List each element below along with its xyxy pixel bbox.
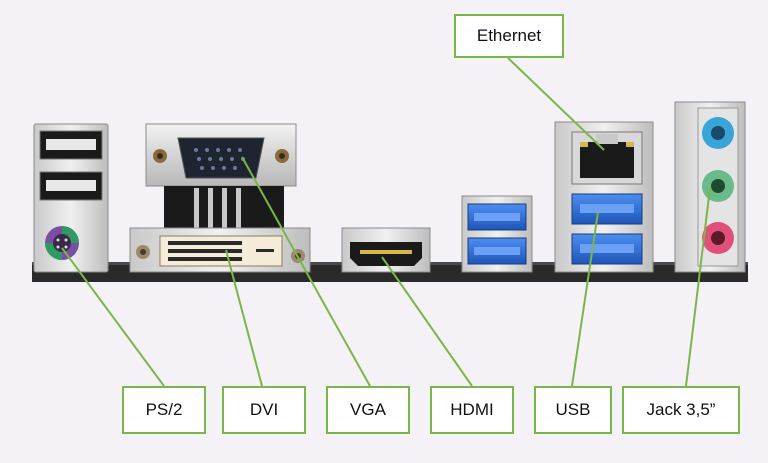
label-hdmi: HDMI [430, 386, 514, 434]
label-usb: USB [534, 386, 612, 434]
leader-lines [61, 57, 711, 387]
label-vga: VGA [326, 386, 410, 434]
ps2-usb-stack [33, 123, 109, 273]
leader-line-ps2 [61, 247, 165, 387]
leader-line-usb [571, 211, 599, 387]
label-ethernet: Ethernet [454, 14, 564, 58]
usb3-stack-middle [461, 195, 533, 273]
leader-line-ethernet [507, 57, 605, 151]
leader-line-vga [241, 156, 371, 387]
audio-jack-stack [674, 101, 746, 273]
ethernet-usb-stack [554, 121, 654, 273]
leader-line-dvi [225, 249, 263, 387]
label-dvi: DVI [222, 386, 306, 434]
vga-connector [145, 123, 297, 228]
label-ps2: PS/2 [122, 386, 206, 434]
dvi-connector [129, 227, 311, 273]
hdmi-connector [341, 227, 431, 273]
label-jack: Jack 3,5” [622, 386, 740, 434]
ethernet-port [580, 142, 634, 178]
leader-line-hdmi [381, 256, 473, 387]
leader-line-jack [685, 187, 711, 387]
